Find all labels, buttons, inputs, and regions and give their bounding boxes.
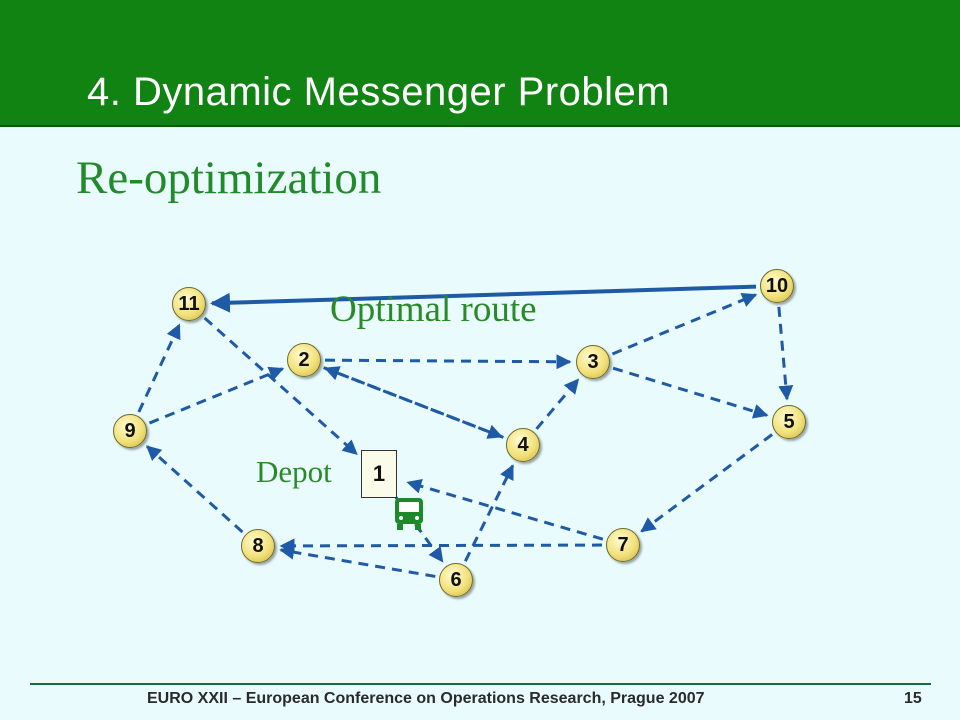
edge-3-10	[611, 293, 758, 356]
edge-9-11	[137, 323, 181, 413]
node-3: 3	[576, 345, 610, 379]
footer-divider	[30, 683, 931, 685]
edge-4-3	[535, 378, 580, 430]
node-2: 2	[287, 343, 321, 377]
edge-4-2	[324, 366, 504, 439]
edge-5-7	[640, 433, 774, 533]
node-7: 7	[606, 528, 640, 562]
edge-7-1	[406, 478, 604, 541]
page-number: 15	[904, 690, 922, 707]
node-5: 5	[772, 405, 806, 439]
edge-6-4	[463, 464, 515, 562]
node-4: 4	[506, 428, 540, 462]
node-9: 9	[113, 414, 147, 448]
depot-node: 1	[361, 450, 397, 498]
edge-9-2	[148, 366, 285, 425]
node-6: 6	[439, 563, 473, 597]
optimal-route-label: Optimal route	[330, 289, 537, 330]
footer-text: EURO XXII – European Conference on Opera…	[147, 690, 705, 707]
edge-2-4	[323, 366, 503, 439]
edge-10-5	[777, 306, 794, 401]
slide-subtitle: Re-optimization	[76, 152, 382, 204]
edge-7-8	[279, 538, 603, 554]
edge-2-3	[324, 354, 572, 370]
edge-3-5	[612, 366, 769, 419]
edge-11-1	[203, 316, 358, 456]
depot-label: Depot	[256, 454, 332, 489]
node-11: 11	[172, 287, 206, 321]
edge-8-9	[145, 445, 244, 534]
header-bar: 4. Dynamic Messenger Problem	[0, 0, 960, 127]
slide-title: 4. Dynamic Messenger Problem	[87, 70, 671, 114]
bus-icon	[395, 498, 423, 530]
edge-6-8	[279, 544, 436, 578]
node-10: 10	[760, 269, 794, 303]
node-8: 8	[241, 529, 275, 563]
optimal-edge-10-11	[209, 284, 757, 313]
